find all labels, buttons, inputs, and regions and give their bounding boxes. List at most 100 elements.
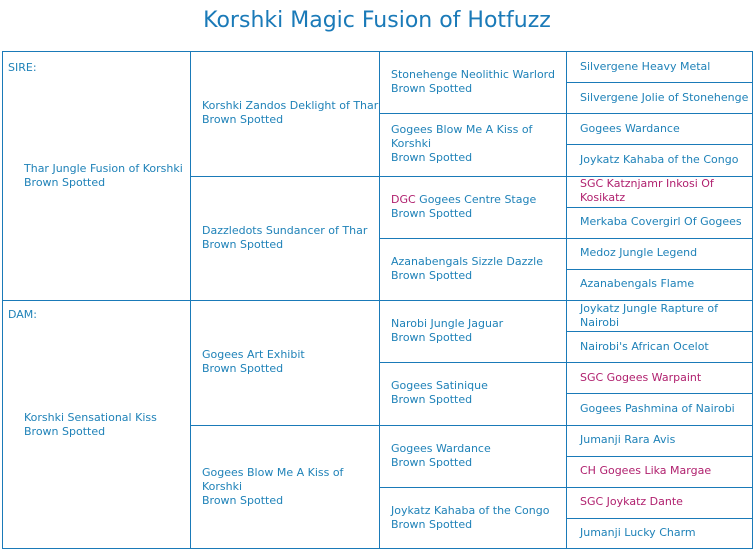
gen3-name: Gogees Satinique [391, 379, 569, 393]
row-divider [566, 518, 753, 519]
row-divider [566, 82, 753, 83]
gen4-name: CH Gogees Lika Margae [580, 464, 712, 478]
gen3-name: DGC Gogees Centre Stage [391, 193, 569, 207]
gen3-color: Brown Spotted [391, 455, 473, 469]
ancestor-cell: Jumanji Lucky Charm [580, 518, 752, 549]
ancestor-cell: Joykatz Jungle Rapture of Nairobi [580, 300, 752, 331]
row-divider [566, 362, 753, 363]
gen3-name: Joykatz Kahaba of the Congo [391, 504, 569, 518]
dam-label: DAM: [8, 308, 37, 321]
gen3-name-text: Azanabengals Sizzle Dazzle [391, 254, 543, 268]
ancestor-cell: Gogees Wardance [580, 113, 752, 144]
gen3-name: Stonehenge Neolithic Warlord [391, 68, 569, 82]
ancestor-cell: CH Gogees Lika Margae [580, 456, 752, 487]
gen3-color: Brown Spotted [391, 151, 473, 165]
ancestor-cell: Gogees Pashmina of Nairobi [580, 393, 752, 424]
ancestor-cell: Jumanji Rara Avis [580, 425, 752, 456]
gen4-name: SGC Gogees Warpaint [580, 370, 702, 384]
row-divider [566, 487, 753, 488]
title-prefix: DGC [391, 192, 420, 206]
ancestor-cell: Azanabengals Flame [580, 269, 752, 300]
row-divider [566, 456, 753, 457]
gen4-name: Merkaba Covergirl Of Gogees [580, 215, 742, 229]
gen2-color: Brown Spotted [202, 362, 284, 376]
gen2-name: Gogees Blow Me A Kiss of Korshki [202, 465, 344, 493]
gen3-name-text: Joykatz Kahaba of the Congo [391, 503, 550, 517]
ancestor-cell: Joykatz Kahaba of the Congo [580, 144, 752, 175]
row-divider [566, 113, 753, 114]
gen4-name: Silvergene Heavy Metal [580, 59, 711, 73]
ancestor-cell: Medoz Jungle Legend [580, 238, 752, 269]
gen4-name: SGC Katznjamr Inkosi Of Kosikatz [580, 177, 714, 205]
gen3-color: Brown Spotted [391, 393, 473, 407]
gen1-name: Korshki Sensational Kiss [24, 410, 157, 424]
gen3-color: Brown Spotted [391, 331, 473, 345]
gen3-name: Azanabengals Sizzle Dazzle [391, 255, 569, 269]
gen3-name-text: Gogees Satinique [391, 379, 488, 393]
gen3-name-text: Gogees Wardance [391, 441, 491, 455]
row-divider [566, 300, 753, 301]
ancestor-cell: Merkaba Covergirl Of Gogees [580, 207, 752, 238]
gen2-name: Korshki Zandos Deklight of Thar [202, 99, 379, 113]
gen4-name: Jumanji Rara Avis [580, 433, 676, 447]
row-divider [566, 425, 753, 426]
gen2-color: Brown Spotted [202, 493, 284, 507]
ancestor-cell: Silvergene Heavy Metal [580, 51, 752, 82]
row-divider [566, 393, 753, 394]
gen3-name-text: Gogees Blow Me A Kiss of Korshki [391, 123, 533, 151]
gen2-name: Dazzledots Sundancer of Thar [202, 223, 368, 237]
border-bottom [2, 548, 753, 549]
gen4-name: Nairobi's African Ocelot [580, 339, 709, 353]
row-divider [566, 207, 753, 208]
gen4-name: Joykatz Jungle Rapture of Nairobi [580, 301, 719, 329]
gen3-color: Brown Spotted [391, 268, 473, 282]
gen4-name: Jumanji Lucky Charm [580, 526, 696, 540]
gen1-color: Brown Spotted [24, 424, 106, 438]
gen3-name-text: Gogees Centre Stage [419, 192, 537, 206]
border-top [2, 51, 753, 52]
gen3-name-text: Stonehenge Neolithic Warlord [391, 68, 555, 82]
gen2-color: Brown Spotted [202, 237, 284, 251]
gen3-name: Gogees Wardance [391, 442, 569, 456]
gen4-name: Azanabengals Flame [580, 277, 695, 291]
gen3-name: Narobi Jungle Jaguar [391, 317, 569, 331]
ancestor-cell: SGC Katznjamr Inkosi Of Kosikatz [580, 176, 752, 207]
ancestor-cell: Silvergene Jolie of Stonehenge [580, 82, 752, 113]
sire-label: SIRE: [8, 61, 37, 74]
row-divider [566, 331, 753, 332]
row-divider [566, 176, 753, 177]
gen2-name: Gogees Art Exhibit [202, 348, 305, 362]
gen3-color: Brown Spotted [391, 517, 473, 531]
ancestor-cell: SGC Gogees Warpaint [580, 362, 752, 393]
gen1-color: Brown Spotted [24, 175, 106, 189]
gen4-name: Silvergene Jolie of Stonehenge [580, 90, 749, 104]
ancestor-cell: SGC Joykatz Dante [580, 487, 752, 518]
gen2-color: Brown Spotted [202, 113, 284, 127]
page-title: Korshki Magic Fusion of Hotfuzz [203, 8, 551, 33]
gen3-name: Gogees Blow Me A Kiss of Korshki [391, 123, 569, 151]
gen4-name: SGC Joykatz Dante [580, 495, 683, 509]
gen4-name: Medoz Jungle Legend [580, 246, 698, 260]
gen4-name: Joykatz Kahaba of the Congo [580, 152, 739, 166]
row-divider [566, 144, 753, 145]
row-divider [566, 238, 753, 239]
ancestor-cell: Nairobi's African Ocelot [580, 331, 752, 362]
gen3-color: Brown Spotted [391, 206, 473, 220]
row-divider [566, 269, 753, 270]
gen3-color: Brown Spotted [391, 82, 473, 96]
gen4-name: Gogees Wardance [580, 121, 680, 135]
gen4-name: Gogees Pashmina of Nairobi [580, 401, 735, 415]
